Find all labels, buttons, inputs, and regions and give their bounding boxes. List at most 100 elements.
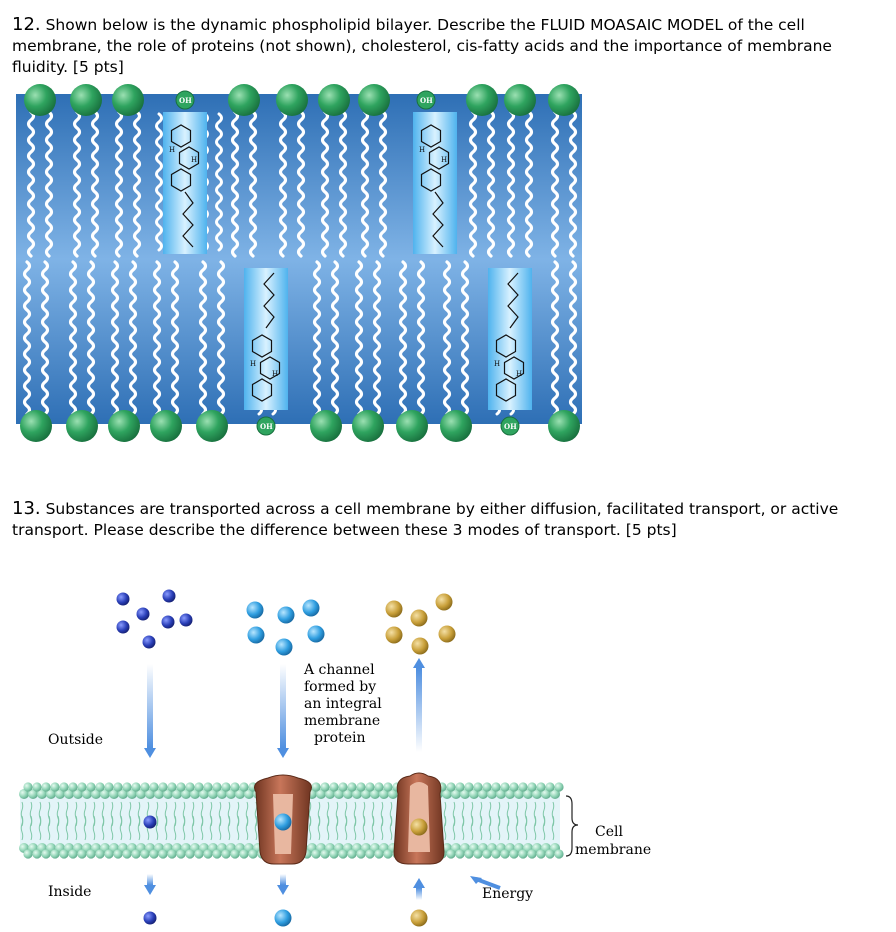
lipid-head (230, 849, 240, 859)
lipid-head (100, 789, 110, 799)
facilitated-molecule (302, 599, 320, 617)
steroid-ring (503, 356, 525, 380)
facilitated-molecule (307, 625, 325, 643)
lipid-head (464, 849, 474, 859)
question-12: 12. Shown below is the dynamic phospholi… (12, 14, 872, 78)
fatty-acid-tail (416, 260, 426, 416)
lipid-head (320, 782, 330, 792)
lipid-head (226, 789, 236, 799)
outside-label: Outside (48, 732, 103, 748)
steroid-ring (170, 168, 192, 192)
fatty-acid-tail (296, 110, 306, 258)
down-arrow-head (277, 885, 289, 895)
lipid-head (167, 849, 177, 859)
lipid-head (500, 849, 510, 859)
cholesterol-molecule: HH (163, 112, 207, 254)
facilitated-molecule (246, 601, 264, 619)
lipid-head (388, 789, 398, 799)
lipid-head (50, 782, 60, 792)
fatty-acid-tail (110, 260, 120, 416)
oh-label: OH (260, 422, 273, 431)
channel-label-line-2: formed by (304, 679, 376, 695)
fatty-acid-tail (132, 110, 142, 258)
lipid-head (149, 849, 159, 859)
lipid-head (122, 849, 132, 859)
lipid-head (338, 782, 348, 792)
active-transport-molecule (385, 626, 403, 644)
hydrocarbon-chain (263, 272, 275, 329)
hydroxyl-circle (416, 90, 436, 110)
lipid-head (230, 782, 240, 792)
transport-illustration: Outside Inside A channel formed by an in… (19, 589, 651, 927)
hydrocarbon-chain (182, 191, 194, 248)
fatty-acid-tail (550, 110, 560, 258)
carrier-cavity (408, 782, 430, 852)
lipid-head (316, 789, 326, 799)
lipid-head (523, 789, 533, 799)
lipid-tail (182, 815, 186, 841)
lipid-tail (101, 815, 105, 841)
hydroxyl-group: OH (416, 90, 436, 110)
fatty-acid-tail (198, 260, 208, 416)
lipid-tail (173, 815, 177, 841)
channel-label-line-4: membrane (304, 713, 380, 729)
fatty-acid-tail (506, 110, 516, 258)
fatty-acid-tail (568, 260, 578, 416)
question-13: 13. Substances are transported across a … (12, 498, 872, 541)
lipid-head (68, 849, 78, 859)
cholesterol-backdrop (488, 268, 532, 410)
cholesterol-backdrop (413, 112, 457, 254)
channel-label-line-3: an integral (304, 696, 382, 712)
hydroxyl-circle (256, 416, 276, 436)
lipid-head (505, 789, 515, 799)
hydroxyl-group: OH (500, 416, 520, 436)
lipid-head (451, 789, 461, 799)
lipid-head (347, 849, 357, 859)
question-13-number: 13. (12, 498, 41, 519)
cholesterol-backdrop (244, 268, 288, 410)
oh-label: OH (420, 96, 433, 105)
lipid-head (383, 782, 393, 792)
membrane-transport-figure: Outside Inside A channel formed by an in… (10, 582, 670, 928)
labels: Outside Inside A channel formed by an in… (48, 662, 651, 902)
lipid-tail (74, 815, 78, 841)
lipid-head (82, 789, 92, 799)
lipid-head (478, 789, 488, 799)
lipid-head (95, 782, 105, 792)
lipid-head (545, 849, 555, 859)
up-arrow-shaft (416, 888, 422, 900)
lipid-tail (389, 815, 393, 841)
lipid-head (500, 782, 510, 792)
lipid-head (374, 849, 384, 859)
lipid-head (140, 782, 150, 792)
lipid-head (194, 849, 204, 859)
lipid-head (514, 789, 524, 799)
lipid-head (158, 782, 168, 792)
fatty-acid-tail (320, 110, 330, 258)
lipid-head (460, 789, 470, 799)
steroid-ring (170, 124, 192, 148)
cholesterol-molecule: HH (244, 268, 288, 410)
fatty-acid-tail (44, 110, 54, 258)
lipid-head (329, 782, 339, 792)
steroid-ring (251, 334, 273, 358)
lipid-tail (488, 815, 492, 841)
lipid-head (334, 789, 344, 799)
lipid-head (374, 782, 384, 792)
lipid-head (455, 849, 465, 859)
fatty-acid-tail (40, 260, 50, 416)
lipid-tail (524, 815, 528, 841)
steroid-ring (178, 146, 200, 170)
energy-label: Energy (482, 886, 533, 902)
lipid-head (356, 782, 366, 792)
lipid-head (167, 782, 177, 792)
lipid-head (370, 789, 380, 799)
lipid-head (91, 789, 101, 799)
lipid-head (127, 789, 137, 799)
diffusing-molecule (136, 607, 150, 621)
lipid-tail (461, 815, 465, 841)
lipid-head (509, 782, 519, 792)
diffusing-molecule (179, 613, 193, 627)
oh-label: OH (504, 422, 517, 431)
